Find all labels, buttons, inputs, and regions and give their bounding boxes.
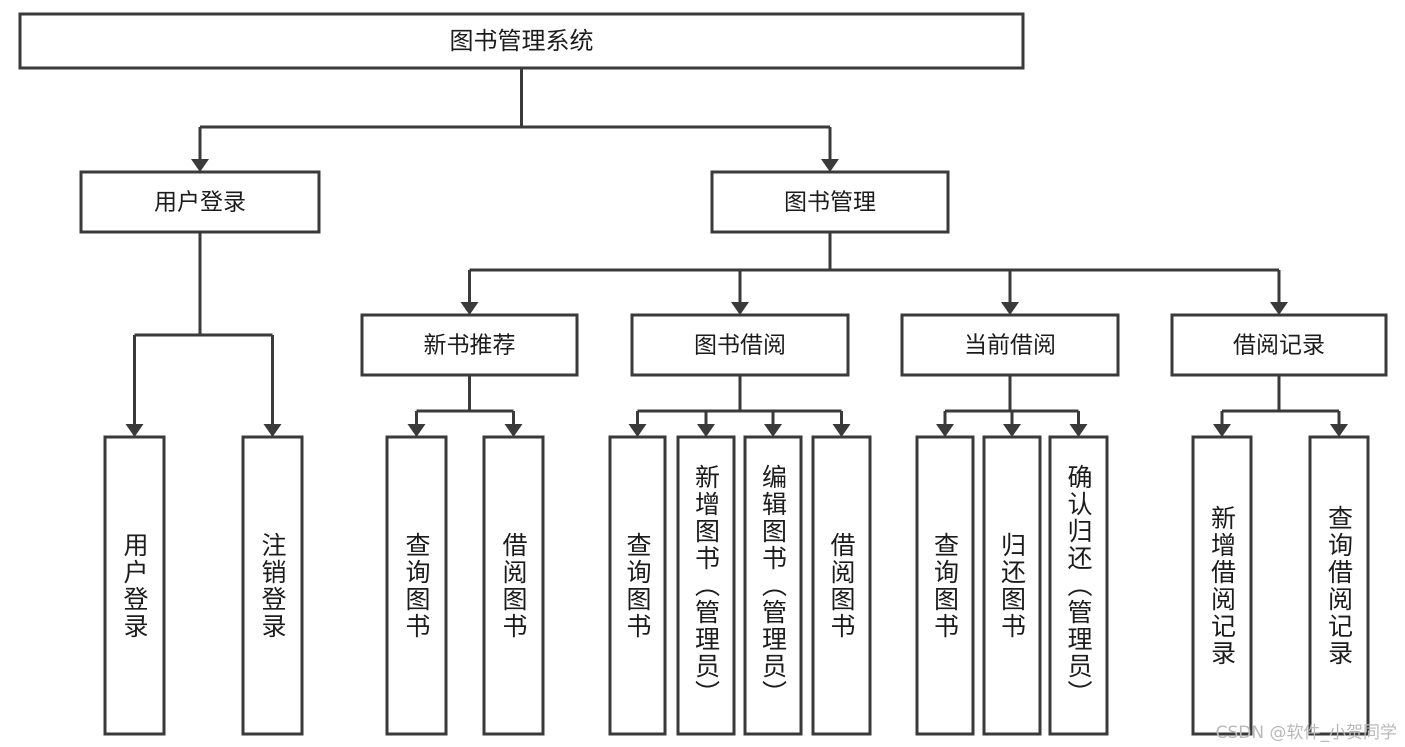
borrow-branch-arrowhead-0: [628, 424, 647, 437]
leaf-node-box[interactable]: [1308, 435, 1370, 736]
level3-node-box-0[interactable]: [360, 313, 579, 377]
borrow-branch-arrowhead-3: [832, 424, 851, 437]
root-node-label: 图书管理系统: [450, 27, 594, 55]
level3-node-label-3: 借阅记录: [1233, 333, 1325, 359]
level3-node-box-2[interactable]: [900, 313, 1120, 377]
root-branch-arrowhead-1: [821, 159, 839, 172]
leaf-node-box[interactable]: [241, 435, 304, 736]
new-book-branch-arrowhead-1: [504, 424, 523, 437]
book-mgmt-branch-arrowhead-2: [1001, 302, 1019, 315]
level3-node-box-1[interactable]: [630, 313, 850, 377]
current-borrow-branch-arrowhead-1: [1003, 424, 1021, 437]
leaf-node-box[interactable]: [385, 435, 448, 736]
leaf-node-box[interactable]: [1191, 435, 1253, 736]
level3-node-label-2: 当前借阅: [964, 333, 1056, 359]
level2-node-box-0[interactable]: [79, 170, 321, 234]
level2-node-label-1: 图书管理: [784, 190, 876, 216]
new-book-branch-arrowhead-0: [407, 424, 426, 437]
level2-node-label-0: 用户登录: [154, 190, 246, 216]
leaf-node-box[interactable]: [915, 435, 975, 736]
borrow-record-branch-arrowhead-0: [1213, 424, 1231, 437]
root-branch-arrowhead-0: [191, 159, 209, 172]
level2-node-box-1[interactable]: [710, 170, 950, 234]
borrow-record-branch-arrowhead-1: [1330, 424, 1348, 437]
current-borrow-branch-arrowhead-0: [936, 424, 954, 437]
connector-layer: [125, 68, 1348, 437]
current-borrow-branch-arrowhead-2: [1069, 424, 1088, 437]
level3-node-label-1: 图书借阅: [694, 333, 786, 359]
csdn-watermark: CSDN @软件_小贺同学: [1215, 723, 1397, 743]
leaf-node-box[interactable]: [482, 435, 545, 736]
leaf-node-box[interactable]: [811, 435, 872, 736]
leaf-node-box[interactable]: [608, 435, 667, 736]
level3-node-box-3[interactable]: [1170, 313, 1388, 377]
borrow-branch-arrowhead-1: [697, 424, 715, 437]
book-mgmt-branch-arrowhead-0: [460, 302, 479, 315]
leaf-node-box[interactable]: [103, 435, 166, 736]
user-login-branch-arrowhead-0: [125, 424, 144, 437]
leaf-node-box[interactable]: [743, 435, 803, 736]
node-box-layer: [18, 12, 1388, 736]
leaf-node-box[interactable]: [982, 435, 1042, 736]
book-mgmt-branch-arrowhead-1: [731, 302, 749, 315]
root-node-box[interactable]: [18, 12, 1025, 70]
user-login-branch-arrowhead-1: [263, 424, 282, 437]
book-mgmt-branch-arrowhead-3: [1270, 302, 1288, 315]
leaf-node-box[interactable]: [676, 435, 736, 736]
level3-node-label-0: 新书推荐: [424, 333, 516, 359]
borrow-branch-arrowhead-2: [764, 424, 782, 437]
leaf-node-box[interactable]: [1048, 435, 1109, 736]
